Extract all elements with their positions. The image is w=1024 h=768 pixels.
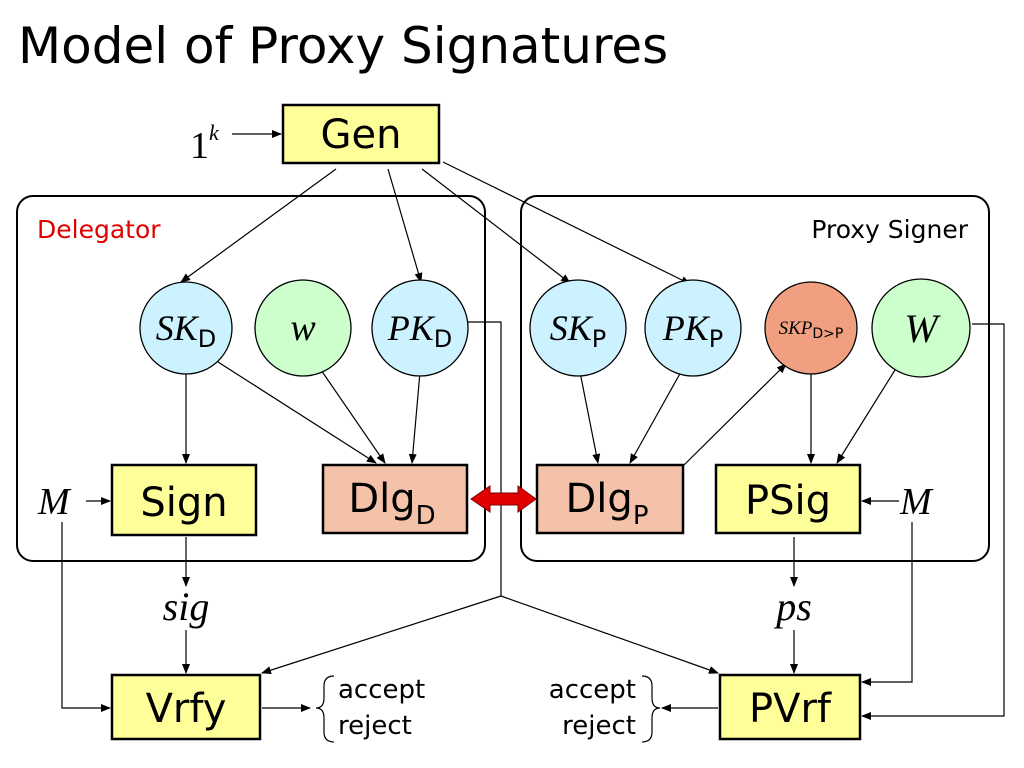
dlg-p-algorithm: DlgP (535, 463, 685, 535)
gen-to-pkd-arrow (387, 168, 423, 283)
gen-label: Gen (321, 112, 402, 158)
proxy-signer-label: Proxy Signer (811, 215, 968, 244)
svg-text:SKPD>P: SKPD>P (779, 318, 844, 342)
dlg-p-sub: P (633, 501, 649, 531)
left-reject: reject (338, 711, 412, 741)
node-pk-p: PKP (644, 279, 742, 377)
sk-p-sub: P (592, 325, 606, 353)
page-title: Model of Proxy Signatures (18, 17, 668, 75)
pk-d-main: PK (387, 308, 436, 348)
pvrf-label: PVrf (749, 686, 832, 732)
svg-text:PKD: PKD (387, 308, 453, 353)
right-accept: accept (549, 675, 636, 705)
left-accept: accept (338, 675, 425, 705)
pk-d-sub: D (434, 325, 452, 353)
sk-p-main: SK (550, 308, 594, 348)
svg-text:SKD: SKD (156, 308, 217, 353)
node-skp: SKPD>P (764, 281, 858, 375)
node-pk-d: PKD (371, 279, 469, 377)
pkd-to-pvrf-arrow (500, 595, 719, 674)
sk-d-sub: D (198, 325, 216, 353)
gen-box (281, 103, 441, 165)
psig-label: PSig (745, 478, 831, 524)
pvrf-algorithm: PVrf (718, 673, 862, 741)
skd-to-dlgd-arrow (217, 361, 377, 464)
vrfy-label: Vrfy (146, 686, 227, 732)
delegator-label: Delegator (37, 215, 161, 244)
w-to-psig-arrow (836, 369, 896, 464)
svg-text:SKP: SKP (550, 308, 607, 353)
node-w-small: w (254, 279, 352, 377)
dlg-d-algorithm: DlgD (321, 463, 469, 535)
skp-sub: D>P (812, 326, 843, 342)
w-to-dlgd-arrow (320, 369, 386, 464)
pkp-to-dlgp-arrow (629, 369, 683, 464)
skp-main: SKP (779, 318, 813, 339)
pkd-to-dlgd-arrow (408, 371, 421, 464)
w-to-pvrf-line (861, 323, 1005, 720)
message-right: M (899, 481, 934, 523)
pk-p-main: PK (662, 308, 711, 348)
skp-to-dlgp-arrow (579, 371, 601, 464)
message-to-vrfy-line (61, 522, 111, 712)
sign-algorithm: Sign (110, 463, 258, 537)
svg-text:DlgD: DlgD (348, 476, 435, 531)
psig-algorithm: PSig (714, 463, 862, 535)
svg-text:DlgP: DlgP (566, 476, 649, 531)
proxy-signer-group (520, 195, 990, 562)
node-sk-p: SKP (529, 279, 627, 377)
right-result-brace (641, 675, 661, 743)
connector-lines (61, 130, 1005, 720)
node-sk-d: SKD (139, 281, 233, 375)
interaction-double-arrow (470, 485, 537, 513)
dlgp-to-skp-arrow (683, 363, 787, 466)
pkd-to-vrfy-arrow (261, 595, 502, 675)
pk-p-sub: P (709, 325, 723, 353)
left-result-brace (315, 675, 335, 743)
w-small-label: w (290, 307, 316, 349)
gen-algorithm: Gen (281, 103, 441, 165)
w-big-label: W (904, 306, 941, 351)
ps-output: ps (773, 584, 812, 629)
gen-to-skp-arrow (421, 168, 571, 284)
sk-d-main: SK (156, 308, 200, 348)
security-parameter-label: 1k (190, 120, 220, 167)
gen-to-skd-arrow (180, 168, 337, 283)
right-reject: reject (562, 711, 636, 741)
vrfy-algorithm: Vrfy (110, 673, 262, 741)
dlg-p-main: Dlg (566, 476, 633, 522)
message-to-pvrf-line (861, 522, 913, 686)
svg-text:PKP: PKP (662, 308, 724, 353)
delegator-group (16, 195, 486, 562)
dlg-d-sub: D (416, 501, 436, 531)
dlg-d-main: Dlg (348, 476, 415, 522)
sig-output: sig (163, 584, 210, 629)
sign-label: Sign (140, 480, 227, 526)
gen-to-pkp-arrow (442, 161, 691, 285)
node-w-big: W (871, 278, 971, 378)
message-left: M (37, 481, 72, 523)
